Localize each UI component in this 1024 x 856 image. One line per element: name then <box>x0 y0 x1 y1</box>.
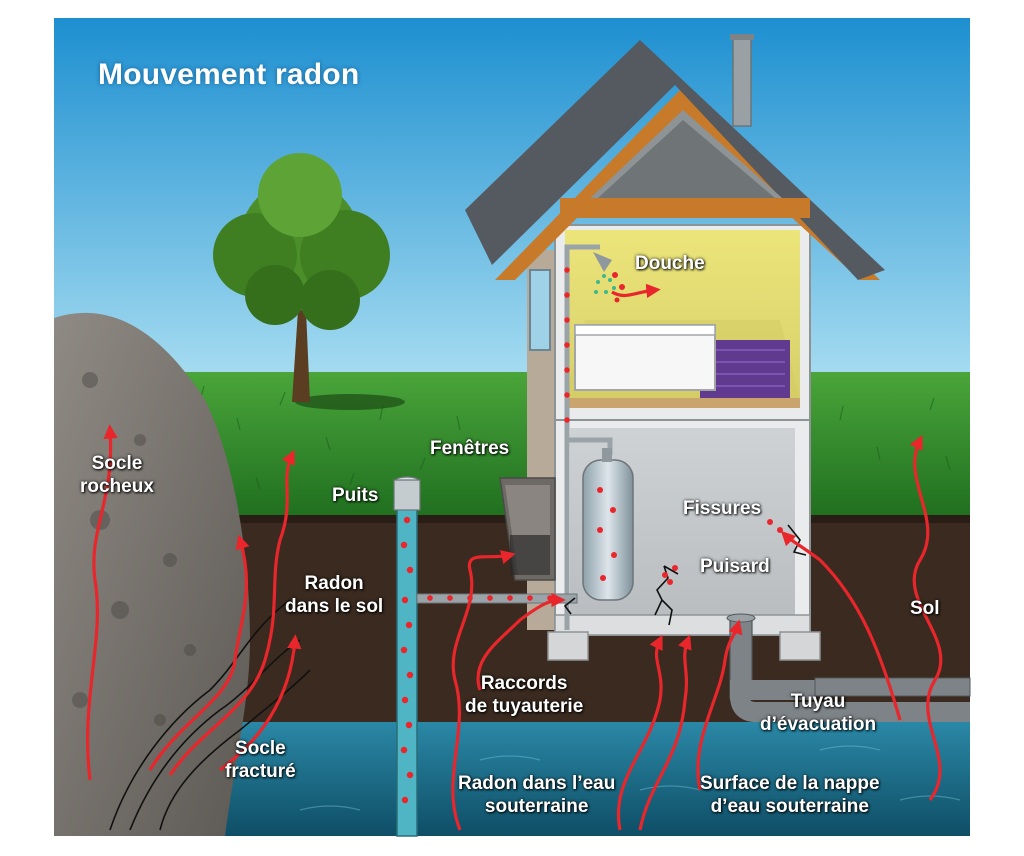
diagram-title: Mouvement radon <box>98 58 359 92</box>
label-nappe-line2: d’eau souterraine <box>700 795 880 818</box>
label-douche: Douche <box>635 252 705 275</box>
well-pipe <box>394 477 420 836</box>
label-fenetres: Fenêtres <box>430 437 509 460</box>
label-sol: Sol <box>910 597 940 620</box>
label-socle-fracture-line2: fracturé <box>225 760 296 783</box>
label-tuyau-line1: Tuyau <box>760 690 876 713</box>
label-raccords: Raccords de tuyauterie <box>465 672 583 718</box>
label-radon-sol: Radon dans le sol <box>285 572 383 618</box>
water-heater <box>583 448 633 600</box>
label-radon-sol-line1: Radon <box>285 572 383 595</box>
label-tuyau: Tuyau d’évacuation <box>760 690 876 736</box>
label-socle-fracture: Socle fracturé <box>225 737 296 783</box>
label-puisard: Puisard <box>700 555 770 578</box>
label-radon-eau-line1: Radon dans l’eau <box>458 772 615 795</box>
chimney <box>733 36 751 126</box>
label-socle-fracture-line1: Socle <box>225 737 296 760</box>
label-fissures: Fissures <box>683 497 761 520</box>
label-nappe: Surface de la nappe d’eau souterraine <box>700 772 880 818</box>
label-radon-eau: Radon dans l’eau souterraine <box>458 772 615 818</box>
label-tuyau-line2: d’évacuation <box>760 713 876 736</box>
label-socle-rocheux-line1: Socle <box>80 452 154 475</box>
label-nappe-line1: Surface de la nappe <box>700 772 880 795</box>
label-raccords-line2: de tuyauterie <box>465 695 583 718</box>
label-radon-sol-line2: dans le sol <box>285 595 383 618</box>
label-socle-rocheux: Socle rocheux <box>80 452 154 498</box>
label-socle-rocheux-line2: rocheux <box>80 475 154 498</box>
label-raccords-line1: Raccords <box>465 672 583 695</box>
window <box>530 270 550 350</box>
label-puits: Puits <box>332 484 378 507</box>
label-radon-eau-line2: souterraine <box>458 795 615 818</box>
